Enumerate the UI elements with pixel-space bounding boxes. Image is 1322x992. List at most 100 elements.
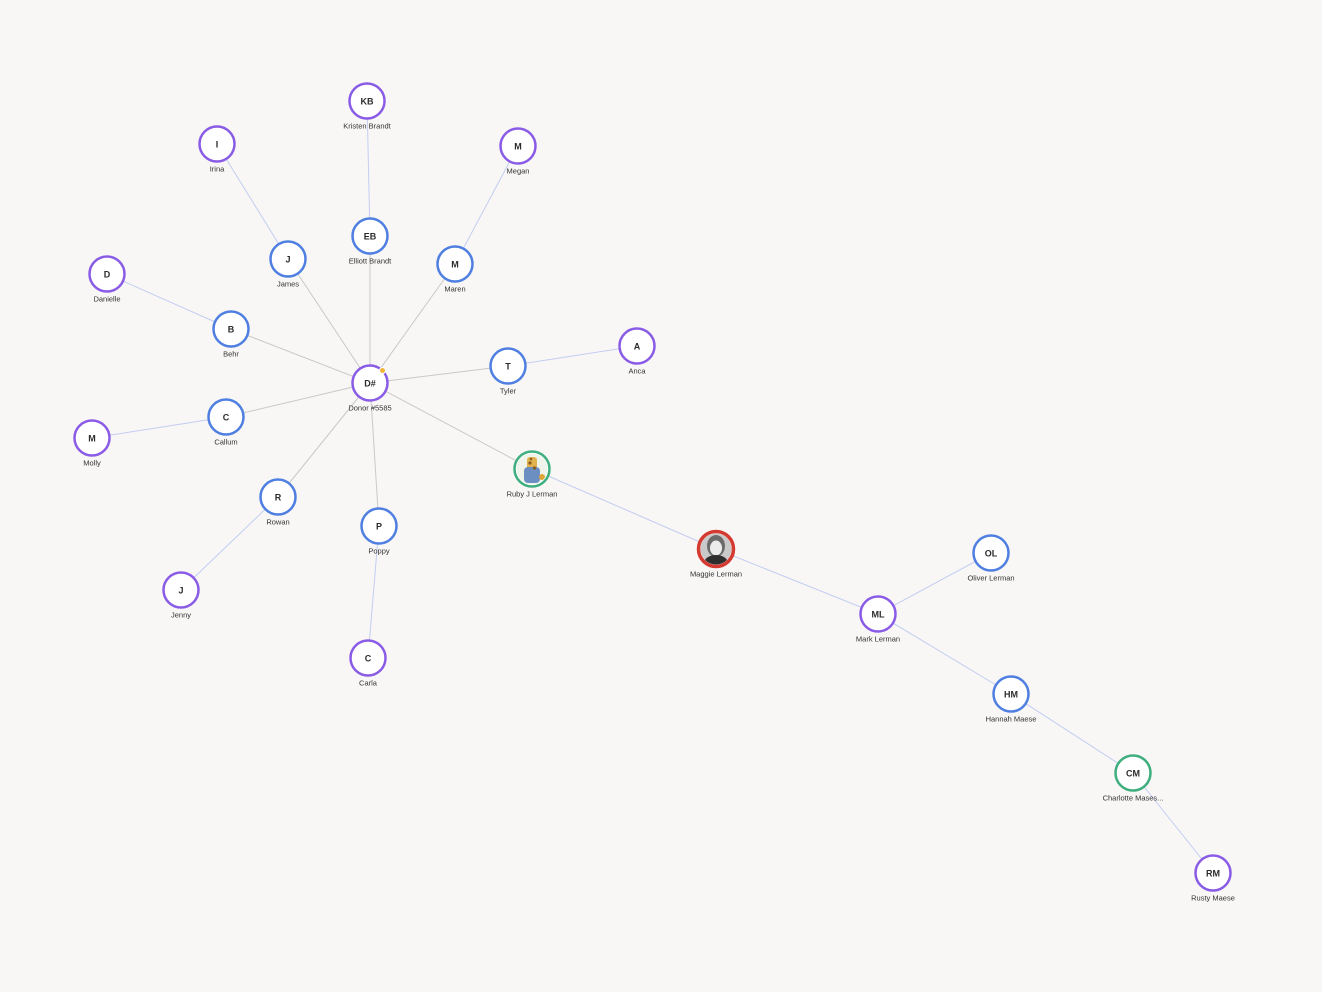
node-maggie[interactable]: Maggie Lerman	[690, 529, 742, 579]
edge-donor-james	[287, 258, 371, 384]
node-fill	[619, 328, 655, 364]
edge-maren-megan	[454, 145, 519, 265]
node-anca[interactable]: A Anca	[618, 327, 656, 376]
node-initials: M	[88, 434, 96, 444]
node-label: Danielle	[93, 295, 120, 304]
node-label: Behr	[223, 350, 239, 359]
node-label: Poppy	[368, 547, 390, 556]
edge-mark-oliver	[877, 552, 992, 615]
node-label: Carla	[359, 679, 378, 688]
node-label: Anca	[628, 367, 646, 376]
edge-hannah-charlotte	[1010, 693, 1134, 774]
node-fill	[1195, 855, 1231, 891]
node-donor[interactable]: D#Donor #5585	[348, 364, 392, 413]
node-label: Irina	[210, 165, 225, 174]
node-ring	[212, 310, 250, 348]
node-ring	[859, 595, 897, 633]
node-label: Hannah Maese	[986, 715, 1037, 724]
node-fill	[361, 508, 397, 544]
edge-donor-tyler	[369, 365, 509, 384]
node-initials: M	[514, 142, 522, 152]
node-fill	[1115, 755, 1151, 791]
node-label: Maren	[444, 285, 465, 294]
node-hannah[interactable]: HM Hannah Maese	[986, 675, 1037, 724]
edge-callum-molly	[91, 416, 227, 439]
edge-donor-behr	[230, 328, 371, 384]
node-initials: HM	[1004, 690, 1018, 700]
node-ring	[513, 450, 551, 488]
node-initials: M	[451, 260, 459, 270]
node-ring	[351, 217, 389, 255]
edge-maggie-mark	[715, 548, 879, 615]
node-label: Charlotte Mases...	[1103, 794, 1164, 803]
node-ring	[162, 571, 200, 609]
edge-behr-danielle	[106, 273, 232, 330]
node-label: James	[277, 280, 299, 289]
node-label: Ruby J Lerman	[507, 490, 558, 499]
node-ring	[436, 245, 474, 283]
node-initials: I	[216, 140, 219, 150]
node-label: Kristen Brandt	[343, 122, 391, 131]
node-initials: R	[275, 493, 282, 503]
node-fill	[74, 420, 110, 456]
node-initials: CM	[1126, 769, 1140, 779]
node-fill	[199, 126, 235, 162]
node-label: Callum	[214, 438, 237, 447]
node-ring	[348, 82, 386, 120]
node-james[interactable]: J James	[269, 240, 307, 289]
edge-poppy-carla	[367, 525, 380, 659]
node-ring	[489, 347, 527, 385]
giraffe-avatar-icon	[516, 453, 548, 485]
node-initials: A	[634, 342, 641, 352]
edge-charlotte-rusty	[1132, 772, 1214, 874]
edge-donor-ruby	[369, 382, 533, 470]
node-initials: ML	[872, 610, 885, 620]
node-maren[interactable]: M Maren	[436, 245, 474, 294]
node-label: Mark Lerman	[856, 635, 900, 644]
node-fill	[993, 676, 1029, 712]
edge-donor-rowan	[277, 382, 371, 498]
edges-layer	[91, 100, 1214, 874]
node-megan[interactable]: M Megan	[499, 127, 537, 176]
edge-mark-hannah	[877, 613, 1012, 695]
edge-rowan-jenny	[180, 496, 279, 591]
edge-james-irina	[216, 143, 289, 260]
node-charlotte[interactable]: CM Charlotte Mases...	[1103, 754, 1164, 803]
node-initials: B	[228, 325, 235, 335]
node-fill	[89, 256, 125, 292]
node-ring	[349, 639, 387, 677]
node-ruby[interactable]: Ruby J Lerman	[507, 450, 558, 499]
node-initials: J	[285, 255, 290, 265]
node-initials: J	[178, 586, 183, 596]
node-behr[interactable]: B Behr	[212, 310, 250, 359]
node-ring	[618, 327, 656, 365]
node-fill	[352, 218, 388, 254]
node-irina[interactable]: I Irina	[198, 125, 236, 174]
node-mark[interactable]: ML Mark Lerman	[856, 595, 900, 644]
node-fill	[500, 128, 536, 164]
node-fill	[270, 241, 306, 277]
node-label: Elliott Brandt	[349, 257, 392, 266]
edge-elliott-kristen	[366, 100, 371, 237]
node-fill	[208, 399, 244, 435]
node-kristen[interactable]: KB Kristen Brandt	[343, 82, 392, 131]
node-initials: KB	[361, 97, 374, 107]
node-label: Megan	[507, 167, 530, 176]
node-ring	[207, 398, 245, 436]
node-initials: T	[505, 362, 511, 372]
edge-donor-maren	[369, 263, 456, 384]
node-ring	[1114, 754, 1152, 792]
node-ring	[1194, 854, 1232, 892]
